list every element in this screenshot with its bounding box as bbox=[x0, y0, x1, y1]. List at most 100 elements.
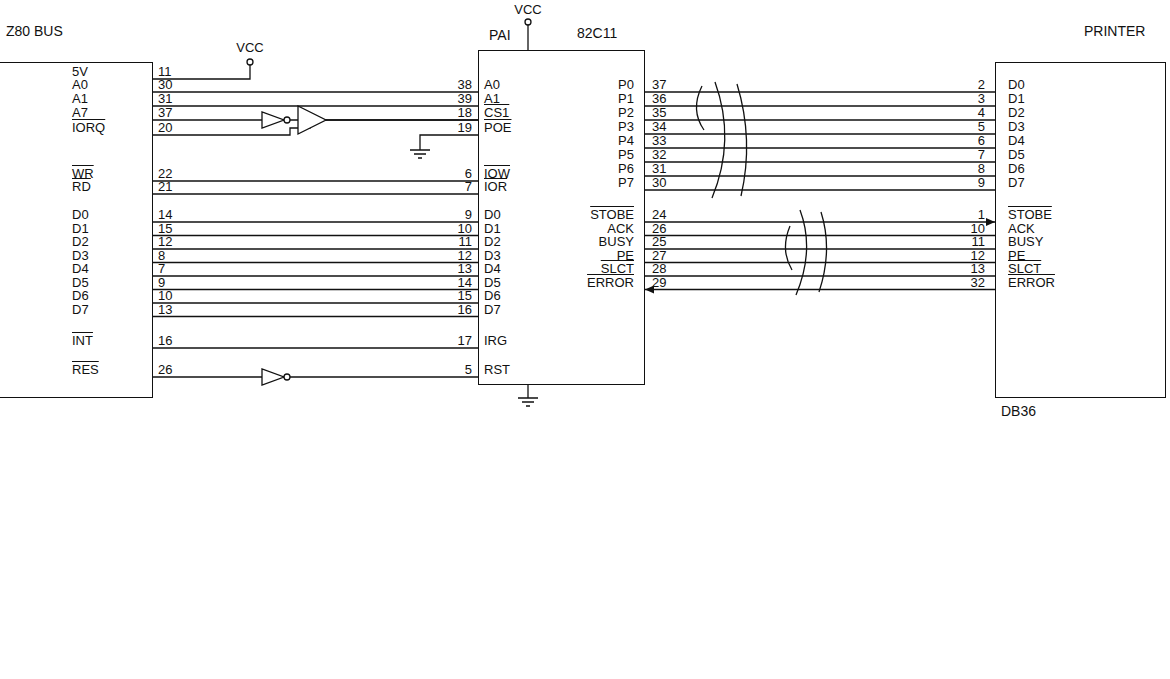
signal-name: D4 bbox=[484, 262, 501, 275]
pin-number: 24 bbox=[652, 208, 666, 221]
vcc-wire bbox=[527, 25, 528, 50]
signal-wire bbox=[153, 91, 478, 92]
pin-number: 33 bbox=[652, 134, 666, 147]
signal-name: RES bbox=[72, 363, 99, 376]
vcc-terminal bbox=[525, 19, 531, 25]
signal-name: D0 bbox=[1008, 78, 1025, 91]
signal-wire bbox=[645, 275, 995, 276]
signal-name: ERROR bbox=[1008, 276, 1055, 289]
pin-number: 26 bbox=[652, 222, 666, 235]
signal-wire bbox=[153, 221, 478, 222]
pin-number: 10 bbox=[158, 289, 172, 302]
pin-number: 17 bbox=[458, 334, 472, 347]
signal-wire bbox=[645, 133, 995, 134]
pin-number: 31 bbox=[158, 92, 172, 105]
signal-wire bbox=[153, 180, 478, 181]
signal-wire bbox=[153, 248, 478, 249]
signal-wire bbox=[645, 147, 995, 148]
pin-number: 9 bbox=[978, 176, 985, 189]
signal-wire bbox=[153, 289, 478, 290]
pin-number: 35 bbox=[652, 106, 666, 119]
signal-name: SLCT bbox=[1008, 262, 1041, 275]
signal-name: D1 bbox=[1008, 92, 1025, 105]
signal-name: D0 bbox=[484, 208, 501, 221]
signal-name: D7 bbox=[484, 303, 501, 316]
pin-number: 37 bbox=[158, 106, 172, 119]
pin-number: 14 bbox=[458, 276, 472, 289]
pin-number: 15 bbox=[158, 222, 172, 235]
inverter-symbol bbox=[262, 112, 284, 128]
signal-name: IORQ bbox=[72, 121, 105, 134]
ground-symbol bbox=[518, 385, 538, 406]
pin-number: 32 bbox=[971, 276, 985, 289]
signal-wire bbox=[645, 119, 995, 120]
pin-number: 5 bbox=[465, 363, 472, 376]
pin-number: 10 bbox=[458, 222, 472, 235]
signal-name: D4 bbox=[1008, 134, 1025, 147]
pin-number: 36 bbox=[652, 92, 666, 105]
signal-name: P0 bbox=[618, 78, 634, 91]
pin-number: 19 bbox=[458, 121, 472, 134]
pin-number: 31 bbox=[652, 162, 666, 175]
pin-number: 26 bbox=[158, 363, 172, 376]
signal-wire bbox=[645, 189, 995, 190]
signal-name: RST bbox=[484, 363, 510, 376]
signal-name: P5 bbox=[618, 148, 634, 161]
signal-name: D1 bbox=[484, 222, 501, 235]
signal-wire bbox=[153, 105, 478, 106]
part-heading: DB36 bbox=[1001, 403, 1036, 419]
signal-wire bbox=[153, 316, 478, 317]
signal-name: D7 bbox=[72, 303, 89, 316]
pin-number: 15 bbox=[458, 289, 472, 302]
part-heading: 82C11 bbox=[577, 25, 617, 41]
signal-name: D1 bbox=[72, 222, 89, 235]
signal-wire bbox=[153, 275, 478, 276]
signal-name: SLCT bbox=[601, 262, 634, 275]
pin-number: 6 bbox=[978, 134, 985, 147]
pin-number: 21 bbox=[158, 180, 172, 193]
bracket-mark bbox=[712, 82, 725, 198]
bracket-mark bbox=[696, 86, 704, 130]
pin-number: 6 bbox=[465, 167, 472, 180]
signal-name: BUSY bbox=[599, 235, 634, 248]
pin-number: 25 bbox=[652, 235, 666, 248]
signal-name: POE bbox=[484, 121, 511, 134]
signal-name: STOBE bbox=[590, 208, 634, 221]
signal-name: PE bbox=[617, 249, 634, 262]
pin-number: 38 bbox=[458, 78, 472, 91]
signal-name: D3 bbox=[72, 249, 89, 262]
pin-number: 30 bbox=[158, 78, 172, 91]
inverter-bubble bbox=[284, 117, 290, 123]
signal-wire bbox=[645, 161, 995, 162]
signal-wire bbox=[645, 248, 995, 249]
signal-wire bbox=[645, 91, 995, 92]
signal-name: WR bbox=[72, 167, 94, 180]
signal-wire bbox=[153, 302, 478, 303]
pin-number: 16 bbox=[158, 334, 172, 347]
signal-name: D2 bbox=[484, 235, 501, 248]
pin-number: 9 bbox=[465, 208, 472, 221]
pin-number: 11 bbox=[158, 65, 172, 78]
signal-name: P7 bbox=[618, 176, 634, 189]
signal-name: A1 bbox=[72, 92, 88, 105]
pin-number: 3 bbox=[978, 92, 985, 105]
pin-number: 30 bbox=[652, 176, 666, 189]
bracket-mark bbox=[785, 226, 792, 270]
pin-number: 10 bbox=[971, 222, 985, 235]
signal-name: VCC bbox=[514, 3, 541, 16]
inverter-bubble bbox=[284, 374, 290, 380]
signal-wire bbox=[153, 235, 478, 236]
bracket-mark bbox=[819, 212, 827, 292]
signal-name: D3 bbox=[484, 249, 501, 262]
signal-name: D6 bbox=[1008, 162, 1025, 175]
bracket-mark bbox=[737, 84, 747, 196]
pin-number: 4 bbox=[978, 106, 985, 119]
pin-number: 29 bbox=[652, 276, 666, 289]
signal-name: ERROR bbox=[587, 276, 634, 289]
bracket-mark bbox=[796, 210, 807, 295]
signal-name: P4 bbox=[618, 134, 634, 147]
pin-number: 12 bbox=[158, 235, 172, 248]
pin-number: 13 bbox=[458, 262, 472, 275]
signal-name: IRG bbox=[484, 334, 507, 347]
signal-name: BUSY bbox=[1008, 235, 1043, 248]
